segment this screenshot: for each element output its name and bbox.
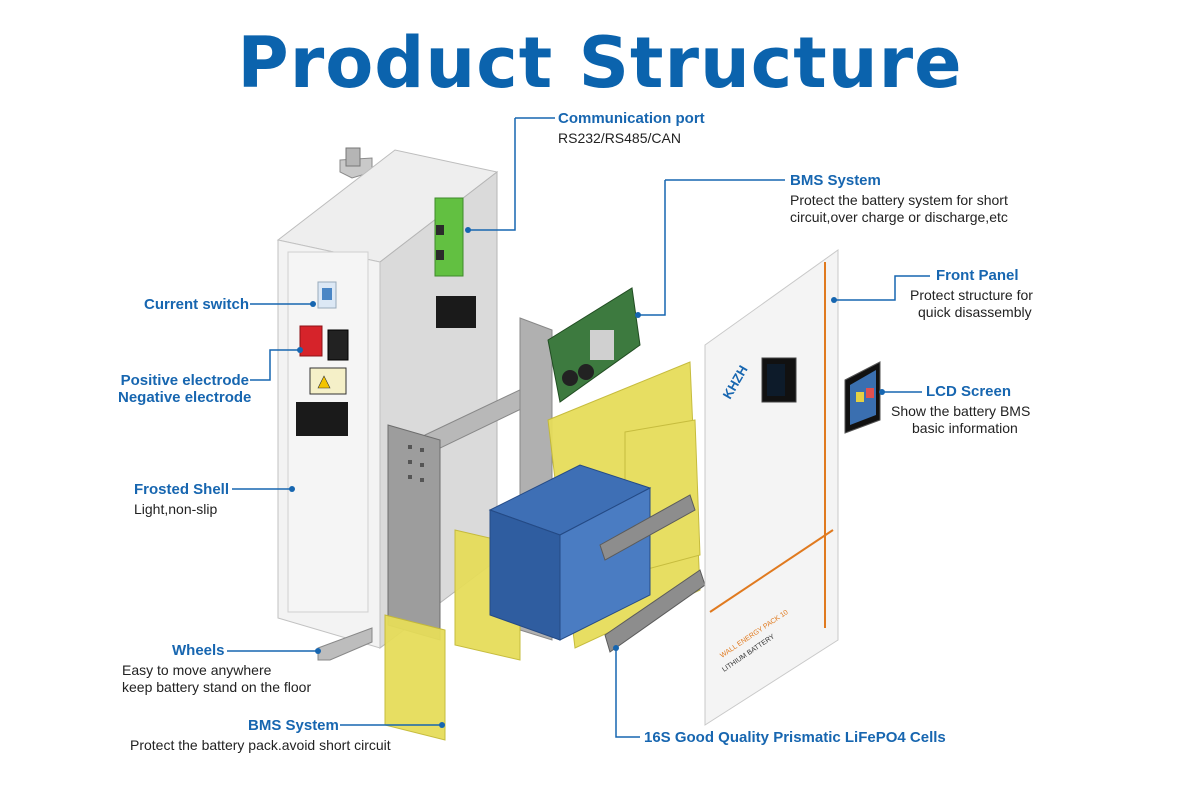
wheels-desc-2: keep battery stand on the floor: [122, 679, 312, 695]
lcd-desc-2: basic information: [912, 420, 1018, 436]
lcd-desc-1: Show the battery BMS: [891, 403, 1031, 419]
wheels-label: Wheels: [172, 642, 225, 659]
bms-bottom-desc: Protect the battery pack.avoid short cir…: [130, 737, 391, 753]
front-panel-desc-1: Protect structure for: [910, 287, 1033, 303]
shell-desc: Light,non-slip: [134, 501, 218, 517]
bms-bottom-label: BMS System: [248, 717, 339, 734]
wheels-desc-1: Easy to move anywhere: [122, 662, 272, 678]
bms-top-desc-1: Protect the battery system for short: [790, 192, 1008, 208]
positive-electrode-label: Positive electrode: [120, 372, 249, 389]
lcd-label: LCD Screen: [926, 383, 1012, 400]
comm-port-label: Communication port: [558, 110, 705, 127]
front-panel-label: Front Panel: [936, 267, 1019, 284]
bms-board: [547, 287, 641, 403]
current-switch-label: Current switch: [143, 296, 249, 313]
negative-electrode-label: Negative electrode: [118, 389, 252, 406]
bms-top-label: BMS System: [790, 172, 881, 189]
lcd-screen: [844, 361, 881, 434]
leader-lines: [227, 117, 930, 738]
leader-dots: [289, 227, 885, 728]
comm-port-desc: RS232/RS485/CAN: [558, 130, 681, 146]
shell-label: Frosted Shell: [134, 481, 230, 498]
page-title: Product Structure: [237, 22, 963, 104]
front-panel: KHZH WALL ENERGY PACK 10 LITHIUM BATTERY: [704, 249, 839, 726]
battery-cells: [488, 464, 652, 641]
bms-top-desc-2: circuit,over charge or discharge,etc: [790, 209, 1008, 225]
cells-label: 16S Good Quality Prismatic LiFePO4 Cells: [644, 729, 946, 746]
wheel-bracket: [317, 627, 373, 661]
front-panel-desc-2: quick disassembly: [918, 304, 1032, 320]
bus-bars: [599, 494, 706, 653]
